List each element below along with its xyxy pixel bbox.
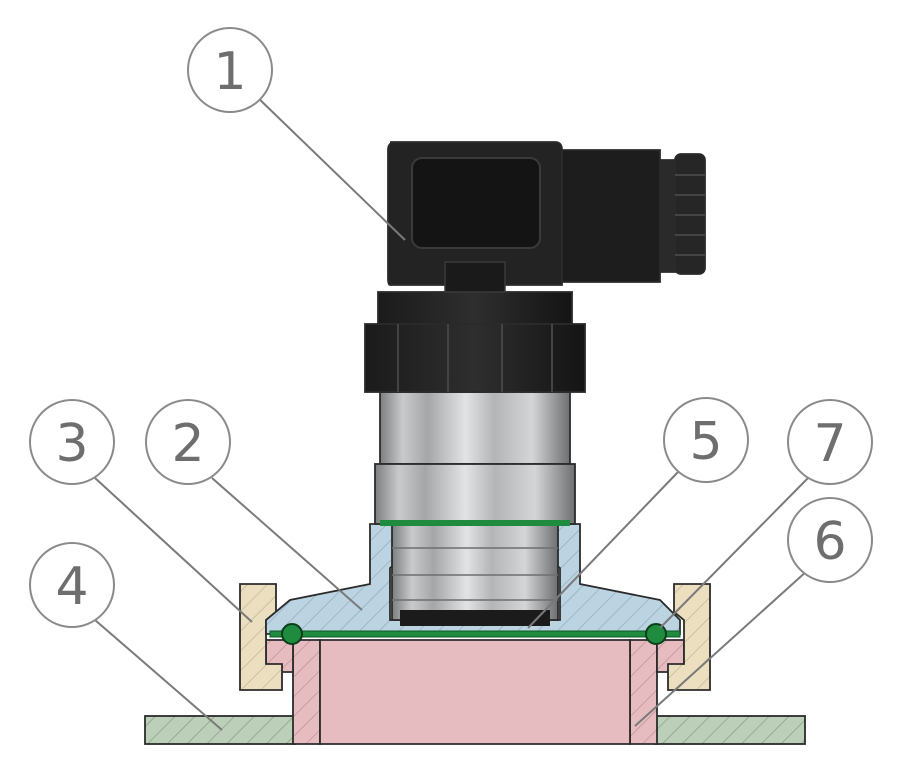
- leader-7: [659, 477, 809, 629]
- o-ring: [281, 623, 667, 645]
- callout-7: 7: [787, 399, 873, 485]
- callout-3: 3: [29, 399, 115, 485]
- callout-label: 2: [171, 414, 204, 474]
- base-plate: [144, 715, 806, 745]
- callout-label: 4: [55, 557, 88, 617]
- leader-5: [527, 471, 679, 629]
- adapter-flange: [265, 523, 681, 635]
- leader-4: [94, 619, 223, 731]
- callout-label: 6: [813, 512, 846, 572]
- welding-socket: [265, 639, 685, 745]
- callout-label: 7: [813, 414, 846, 474]
- callout-1: 1: [187, 27, 273, 113]
- callout-2: 2: [145, 399, 231, 485]
- leader-lines: [94, 94, 809, 731]
- callout-label: 5: [689, 412, 722, 472]
- leader-2: [211, 477, 363, 611]
- leader-6: [634, 569, 809, 727]
- connector-housing: [387, 141, 706, 293]
- callout-5: 5: [663, 397, 749, 483]
- callout-4: 4: [29, 542, 115, 628]
- leader-1: [254, 94, 406, 241]
- gasket: [269, 630, 681, 638]
- callout-label: 1: [213, 42, 246, 102]
- hex-nut: [364, 291, 586, 393]
- leader-3: [94, 477, 253, 623]
- sensor-steel-body: [374, 391, 576, 626]
- callout-label: 3: [55, 414, 88, 474]
- callout-6: 6: [787, 497, 873, 583]
